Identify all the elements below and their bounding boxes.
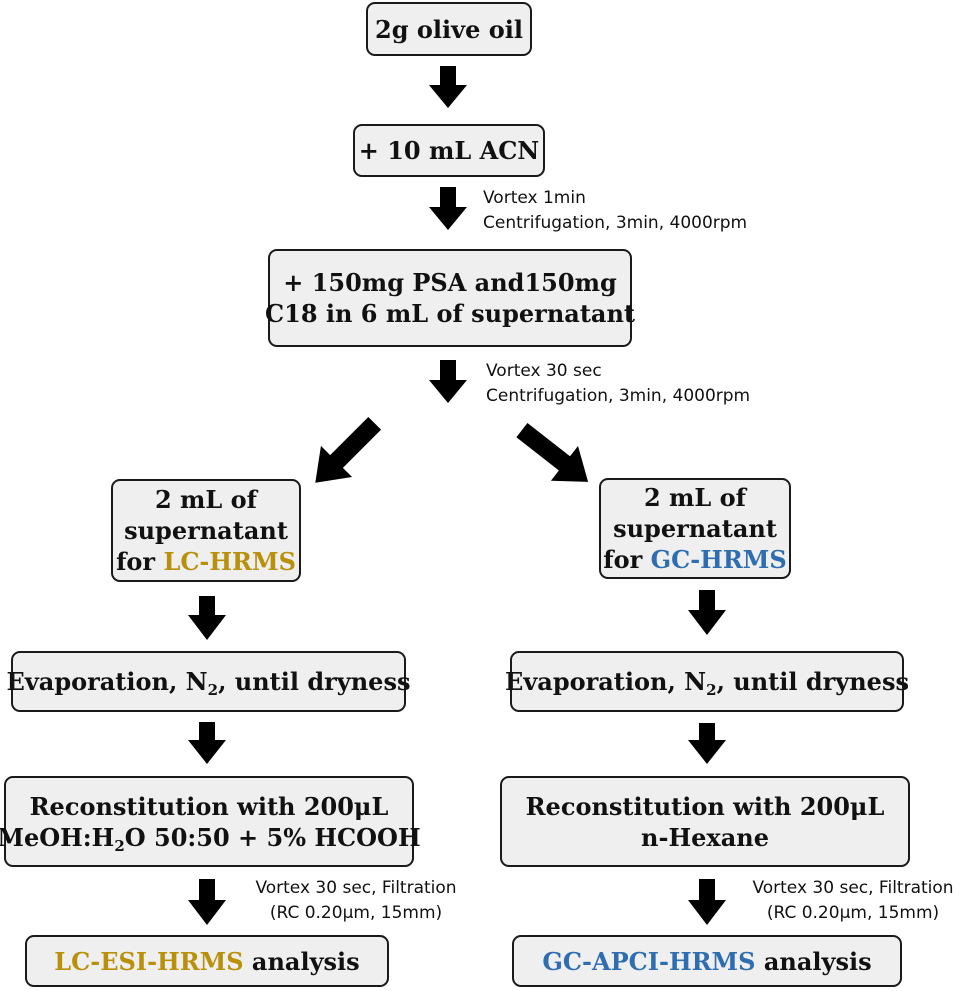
lc-hrms-label: LC-HRMS — [163, 547, 296, 576]
step-gc-supernatant: 2 mL of supernatant for GC-HRMS — [599, 478, 791, 579]
arrow-start-to-acn — [429, 66, 467, 108]
step-add-acn: + 10 mL ACN — [353, 124, 545, 177]
step-dspe-cleanup: + 150mg PSA and150mg C18 in 6 mL of supe… — [265, 249, 635, 347]
arrow-split-left — [315, 416, 382, 483]
arrow-split-right — [516, 423, 589, 482]
arrow-right-evap-to-recon — [688, 723, 726, 764]
arrow-right-split-to-evap — [688, 590, 726, 635]
arrow-cleanup-to-split — [429, 360, 467, 403]
note-vortex-centrifuge-1: Vortex 1min Centrifugation, 3min, 4000rp… — [483, 188, 748, 233]
step-gc-evaporation: Evaporation, N2, until dryness — [505, 651, 909, 712]
arrow-right-recon-to-final — [688, 879, 726, 925]
lc-esi-hrms-label: LC-ESI-HRMS — [54, 946, 244, 976]
step-lc-analysis: LC-ESI-HRMS analysis — [25, 935, 389, 987]
step-olive-oil: 2g olive oil — [366, 2, 532, 56]
arrow-left-evap-to-recon — [188, 722, 226, 764]
gc-hrms-label: GC-HRMS — [650, 545, 787, 574]
arrow-left-split-to-evap — [188, 596, 226, 640]
note-vortex-centrifuge-2: Vortex 30 sec Centrifugation, 3min, 4000… — [486, 361, 751, 406]
note-gc-filtration: Vortex 30 sec, Filtration (RC 0.20μm, 15… — [752, 878, 954, 923]
arrow-left-recon-to-final — [188, 879, 226, 925]
note-lc-filtration: Vortex 30 sec, Filtration (RC 0.20μm, 15… — [255, 878, 457, 923]
step-lc-reconstitution: Reconstitution with 200μL MeOH:H2O 50:50… — [0, 776, 421, 867]
step-olive-oil-label: 2g olive oil — [375, 14, 523, 44]
gc-apci-hrms-label: GC-APCI-HRMS — [542, 946, 756, 976]
step-gc-analysis: GC-APCI-HRMS analysis — [512, 935, 902, 987]
step-add-acn-label: + 10 mL ACN — [358, 136, 540, 165]
step-lc-evaporation: Evaporation, N2, until dryness — [7, 651, 410, 712]
step-gc-reconstitution: Reconstitution with 200μL n-Hexane — [500, 776, 910, 867]
arrow-acn-to-cleanup — [429, 187, 467, 230]
step-lc-supernatant: 2 mL of supernatant for LC-HRMS — [111, 479, 301, 582]
